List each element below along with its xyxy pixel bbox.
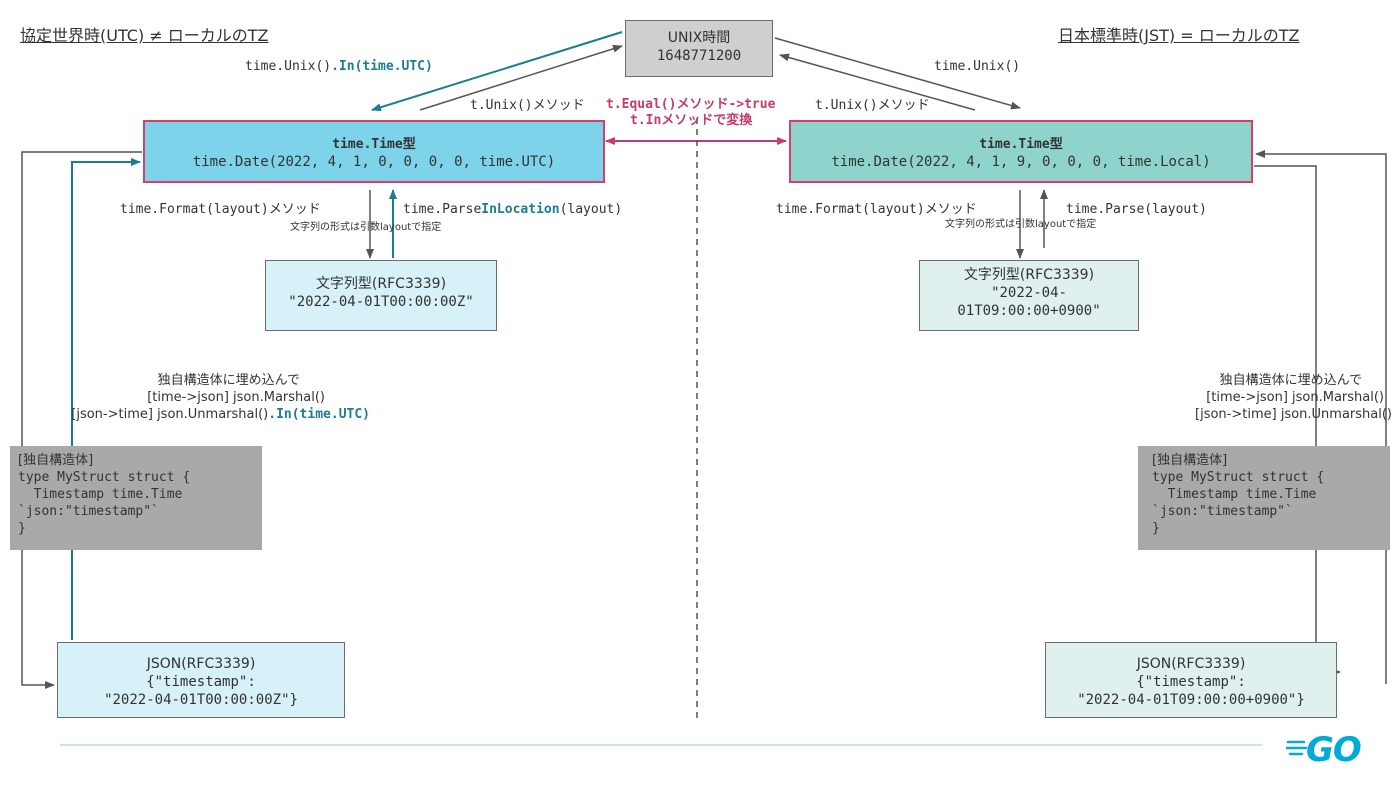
left-format-note: 文字列の形式は引数layoutで指定 xyxy=(290,222,442,233)
go-logo-speed-lines-icon xyxy=(1286,740,1308,756)
equal-method-label: t.Equal()メソッド->true xyxy=(606,97,776,112)
in-method-label: t.Inメソッドで変換 xyxy=(630,113,753,128)
right-struct-line-0: [独自構造体] xyxy=(1152,453,1228,468)
left-struct-box: [独自構造体] type MyStruct struct { Timestamp… xyxy=(10,446,262,550)
left-embed-line3: [json->time] json.Unmarshal().In(time.UT… xyxy=(0,406,370,423)
go-logo: GO xyxy=(1286,730,1376,770)
left-time-box-value: time.Date(2022, 4, 1, 0, 0, 0, 0, time.U… xyxy=(192,154,556,170)
right-time-to-unix-arrow xyxy=(779,53,976,111)
left-embed-line3-prefix: [json->time] json.Unmarshal() xyxy=(71,407,269,422)
left-format-label: time.Format(layout)メソッド xyxy=(120,202,321,217)
unix-to-left-time-arrow xyxy=(371,31,623,112)
right-unix-method-label: t.Unix()メソッド xyxy=(815,98,930,113)
right-string-box-value-line1: "2022-04- xyxy=(991,285,1067,301)
right-heading: 日本標準時(JST) = ローカルのTZ xyxy=(1058,26,1300,45)
unix-time-value: 1648771200 xyxy=(656,48,742,64)
right-string-box: 文字列型(RFC3339) "2022-04- 01T09:00:00+0900… xyxy=(919,260,1139,331)
right-json-box: JSON(RFC3339) {"timestamp": "2022-04-01T… xyxy=(1045,642,1337,718)
left-unix-in-prefix: time.Unix() xyxy=(245,59,332,74)
right-string-box-title: 文字列型(RFC3339) xyxy=(963,267,1095,283)
right-struct-line-2: Timestamp time.Time xyxy=(1152,487,1317,502)
right-format-label: time.Format(layout)メソッド xyxy=(776,202,977,217)
left-struct-line-1: type MyStruct struct { xyxy=(18,470,191,485)
left-parse-prefix: time.Parse xyxy=(403,202,482,217)
right-embed-text: 独自構造体に埋め込んで [time->json] json.Marshal() … xyxy=(1130,372,1392,423)
left-embed-line1: 独自構造体に埋め込んで xyxy=(157,373,300,388)
left-struct-line-4: } xyxy=(18,521,26,536)
left-heading: 協定世界時(UTC) ≠ ローカルのTZ xyxy=(20,26,269,45)
left-string-box-value: "2022-04-01T00:00:00Z" xyxy=(288,294,474,310)
unix-to-right-time-arrow xyxy=(774,37,1021,110)
left-json-box: JSON(RFC3339) {"timestamp": "2022-04-01T… xyxy=(57,642,345,718)
right-json-box-title: JSON(RFC3339) xyxy=(1136,656,1246,672)
right-time-box: time.Time型 time.Date(2022, 4, 1, 9, 0, 0… xyxy=(789,120,1253,183)
unix-time-title: UNIX時間 xyxy=(667,30,731,46)
right-struct-box: [独自構造体] type MyStruct struct { Timestamp… xyxy=(1138,446,1390,550)
left-unix-method-label: t.Unix()メソッド xyxy=(470,98,585,113)
left-unix-in-label: time.Unix().In(time.UTC) xyxy=(245,58,433,75)
left-parse-suffix: (layout) xyxy=(559,202,623,217)
right-struct-line-1: type MyStruct struct { xyxy=(1152,470,1325,485)
left-struct-line-0: [独自構造体] xyxy=(18,453,94,468)
left-embed-line3-highlight: .In(time.UTC) xyxy=(268,407,370,422)
right-unix-label: time.Unix() xyxy=(934,59,1021,74)
left-parse-highlight: InLocation xyxy=(481,202,560,217)
right-struct-line-3: `json:"timestamp"` xyxy=(1152,504,1293,519)
left-marshal-line xyxy=(21,151,142,689)
right-parse-label: time.Parse(layout) xyxy=(1066,202,1207,217)
left-string-box-title: 文字列型(RFC3339) xyxy=(315,276,447,292)
right-embed-line2: [time->json] json.Marshal() xyxy=(1206,390,1384,405)
right-embed-line3: [json->time] json.Unmarshal() xyxy=(1195,407,1392,422)
left-embed-line2: [time->json] json.Marshal() xyxy=(147,390,325,405)
left-unix-in-highlight: .In(time.UTC) xyxy=(331,59,433,74)
right-json-box-line1: {"timestamp": xyxy=(1136,674,1246,690)
left-time-box-title: time.Time型 xyxy=(332,137,416,152)
right-struct-line-4: } xyxy=(1152,521,1160,536)
right-time-box-title: time.Time型 xyxy=(979,137,1063,152)
left-parse-label: time.ParseInLocation(layout) xyxy=(403,201,622,218)
left-struct-line-3: `json:"timestamp"` xyxy=(18,504,159,519)
right-string-box-value-line2: 01T09:00:00+0900" xyxy=(957,303,1101,319)
right-time-box-value: time.Date(2022, 4, 1, 9, 0, 0, 0, time.L… xyxy=(831,154,1211,170)
left-time-box: time.Time型 time.Date(2022, 4, 1, 0, 0, 0… xyxy=(143,120,605,183)
left-json-box-line2: "2022-04-01T00:00:00Z"} xyxy=(104,692,298,708)
go-logo-text: GO xyxy=(1306,730,1362,770)
unix-time-box: UNIX時間 1648771200 xyxy=(625,20,773,77)
right-format-note: 文字列の形式は引数layoutで指定 xyxy=(945,219,1097,230)
left-embed-text: 独自構造体に埋め込んで [time->json] json.Marshal() … xyxy=(0,372,370,423)
left-string-box: 文字列型(RFC3339) "2022-04-01T00:00:00Z" xyxy=(265,260,497,331)
left-time-to-unix-arrow xyxy=(419,44,623,111)
left-json-box-line1: {"timestamp": xyxy=(146,674,256,690)
left-struct-line-2: Timestamp time.Time xyxy=(18,487,183,502)
right-embed-line1: 独自構造体に埋め込んで xyxy=(1219,373,1362,388)
left-json-box-title: JSON(RFC3339) xyxy=(146,656,256,672)
right-json-box-line2: "2022-04-01T09:00:00+0900"} xyxy=(1077,692,1305,708)
